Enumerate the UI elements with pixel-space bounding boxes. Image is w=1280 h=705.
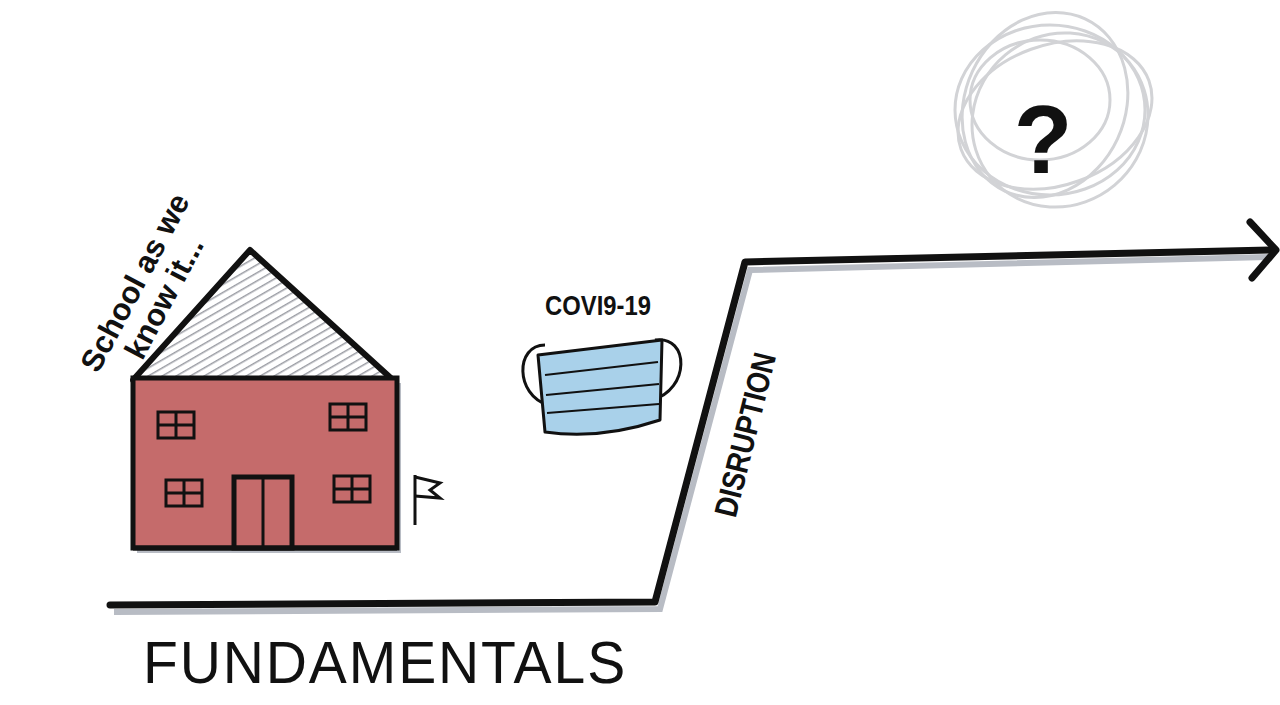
flag-pole [414, 475, 417, 525]
window [166, 480, 202, 506]
window [330, 404, 366, 430]
door-split [262, 477, 265, 548]
fundamentals-label: FUNDAMENTALS [119, 631, 651, 694]
disruption-label: DISRUPTION [699, 307, 793, 563]
timeline-path [110, 250, 1270, 605]
flag [415, 477, 440, 498]
window [334, 476, 370, 502]
scribble [932, 0, 1183, 243]
question-mark: ? [983, 90, 1103, 191]
mask-pleats [545, 362, 659, 413]
scribble-loop [936, 0, 1183, 243]
house-base [133, 546, 397, 551]
house-wall [133, 378, 397, 548]
mask-body [538, 340, 662, 434]
window [158, 412, 194, 438]
face-mask [523, 340, 681, 435]
mask-label: COVI9-19 [522, 291, 675, 320]
house-door [234, 477, 292, 548]
arrow-head [1250, 222, 1276, 278]
